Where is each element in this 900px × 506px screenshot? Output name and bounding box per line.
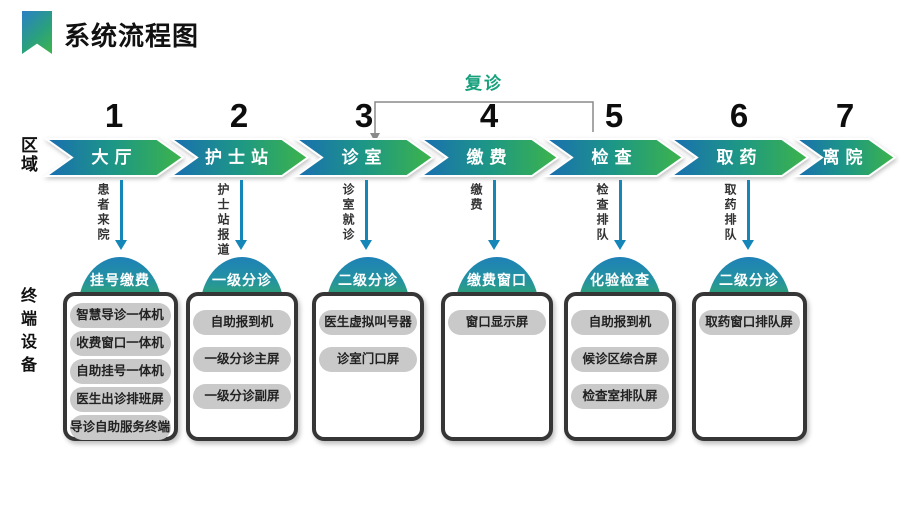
flow-connector-line-1 [120,180,123,240]
flow-connector-arrowhead-icon-2 [235,240,247,250]
device-item: 取药窗口排队屏 [698,310,800,335]
stage-number-1: 1 [104,97,124,134]
flow-arrows [42,138,897,177]
stage-name-3: 诊室 [341,148,388,167]
flow-step-label-1: 患者来院 [96,183,110,243]
stage-number-2: 2 [229,97,249,134]
device-item: 候诊区综合屏 [571,347,669,372]
flow-connector-line-4 [493,180,496,240]
device-item: 一级分诊副屏 [193,384,291,409]
flow-connector-line-5 [619,180,622,240]
stage-arrow-4 [417,138,560,177]
revisit-arrowhead-icon [370,133,380,142]
stage-name-2: 护士站 [205,148,274,167]
flow-connector-arrowhead-icon-5 [614,240,626,250]
terminal-group-header-label-2: 一级分诊 [212,272,272,288]
device-item: 一级分诊主屏 [193,347,291,372]
stage-number-5: 5 [604,97,624,134]
flow-step-label-6: 取药排队 [723,183,737,243]
stage-arrow-5 [542,138,685,177]
device-item: 检查室排队屏 [571,384,669,409]
flow-connector-arrowhead-icon-4 [488,240,500,250]
terminal-group-header-label-1: 挂号缴费 [90,272,150,288]
terminal-row-label: 终端设备 [18,287,35,379]
page-title: 系统流程图 [64,21,200,51]
stage-arrow-3 [292,138,435,177]
device-item: 自助报到机 [193,310,291,335]
flow-connector-arrowhead-icon-1 [115,240,127,250]
stage-arrow-2 [167,138,310,177]
stage-number-4: 4 [479,97,499,134]
flow-connector-line-2 [240,180,243,240]
device-item: 自助挂号一体机 [69,359,171,384]
flow-step-label-5: 检查排队 [595,183,609,243]
stage-number-7: 7 [835,97,855,134]
terminal-group-header-label-4: 缴费窗口 [467,272,527,288]
area-row-label: 区域 [18,136,37,174]
bookmark-icon [22,11,52,54]
revisit-loop-path [374,101,594,134]
stage-number-3: 3 [354,97,374,134]
stage-name-5: 检查 [591,148,638,167]
device-item: 医生虚拟叫号器 [319,310,417,335]
device-item: 收费窗口一体机 [69,331,171,356]
flow-step-label-2: 护士站报道 [216,183,230,258]
flow-connector-line-3 [365,180,368,240]
flow-connector-arrowhead-icon-6 [742,240,754,250]
stage-name-7: 离院 [822,148,869,167]
device-item: 诊室门口屏 [319,347,417,372]
device-item: 导诊自助服务终端 [69,415,171,440]
terminal-group-header-label-6: 二级分诊 [719,272,779,288]
stage-name-1: 大厅 [91,148,138,167]
flow-connector-line-6 [747,180,750,240]
device-item: 自助报到机 [571,310,669,335]
terminal-group-header-label-5: 化验检查 [590,272,650,288]
terminal-group-header-label-3: 二级分诊 [338,272,398,288]
flow-step-label-3: 诊室就诊 [341,183,355,243]
revisit-loop-arrow [370,101,594,142]
device-item: 窗口显示屏 [448,310,546,335]
flow-connector-arrowhead-icon-3 [360,240,372,250]
revisit-label: 复诊 [465,74,503,93]
stage-arrow-1 [42,138,185,177]
stage-name-6: 取药 [716,148,763,167]
stage-number-6: 6 [729,97,749,134]
stage-name-4: 缴费 [466,148,513,167]
device-item: 智慧导诊一体机 [69,303,171,328]
flow-step-label-4: 缴费 [469,183,483,213]
stage-arrow-6 [667,138,810,177]
device-item: 医生出诊排班屏 [69,387,171,412]
stage-arrow-7 [792,138,897,177]
